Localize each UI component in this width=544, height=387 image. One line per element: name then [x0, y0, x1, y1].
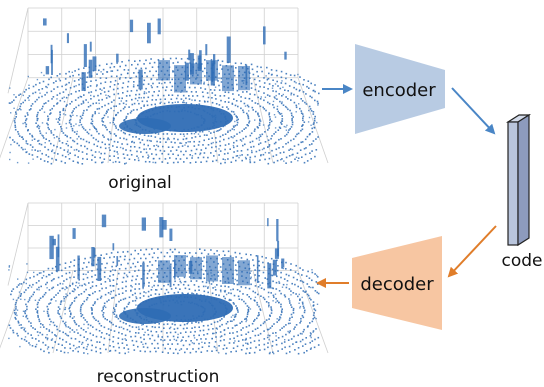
- encoder-label: encoder: [362, 80, 436, 101]
- original-points: [8, 18, 320, 165]
- reconstruction-points: [8, 214, 320, 355]
- decoder-block: [352, 236, 442, 330]
- original-label: original: [108, 173, 172, 193]
- reconstruction-label: reconstruction: [97, 367, 220, 387]
- reconstruction-point-cloud-image: [0, 202, 329, 355]
- code-label: code: [502, 251, 543, 271]
- encoder-to-code-arrow: [451, 87, 496, 135]
- encoder-block: [355, 44, 445, 134]
- code-to-decoder-arrow: [447, 225, 497, 278]
- code-block: [505, 113, 532, 247]
- original-point-cloud-image: [0, 7, 329, 165]
- code-block-side: [517, 113, 530, 247]
- decoder-label: decoder: [360, 274, 434, 295]
- code-block-front: [507, 121, 519, 246]
